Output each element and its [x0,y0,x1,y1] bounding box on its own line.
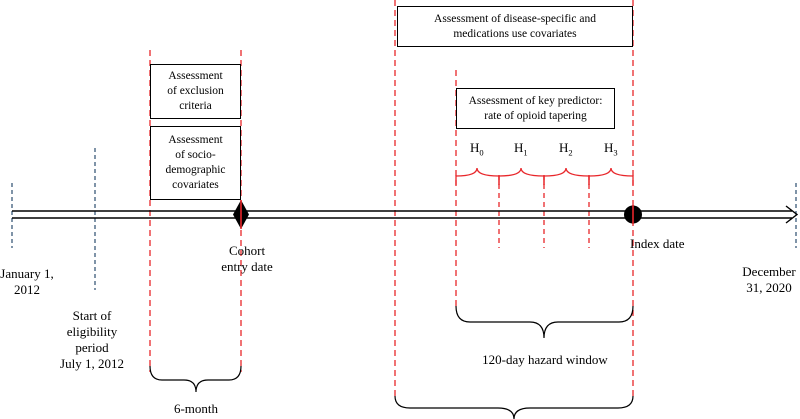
timeline-arrowhead [785,205,799,224]
six-month-label: 6-month [173,401,219,416]
predictor-line-1: Assessment of key predictor: [468,94,603,107]
six-month-brace [149,365,242,393]
disease-covariates-box: Assessment of disease-specific and medic… [397,6,633,47]
exclusion-line-1: Assessment [168,70,223,82]
hazard-label-h0: H0 [470,140,484,158]
disease-line-2: medications use covariates [453,27,577,40]
socio-demographic-box: Assessment of socio- demographic covaria… [150,126,241,200]
hazard-window-brace [455,305,634,339]
socio-line-4: covariates [172,179,219,191]
eligibility-label: Start of eligibility period July 1, 2012 [60,308,124,371]
covariate-window-brace [394,395,634,419]
disease-line-1: Assessment of disease-specific and [434,12,596,25]
hazard-label-h2: H2 [559,140,573,158]
socio-line-2: of socio- [175,149,216,161]
exclusion-line-2: of exclusion [167,85,224,97]
hazard-label-h3: H3 [604,140,618,158]
hazard-brackets [455,167,634,185]
predictor-line-2: rate of opioid tapering [484,109,587,122]
start-date-label: January 1,2012 [0,266,54,297]
index-date-label: Index date [630,236,685,251]
exclusion-criteria-box: Assessment of exclusion criteria [150,64,241,119]
exclusion-line-3: criteria [179,100,212,112]
hazard-window-label: 120-day hazard window [482,352,608,367]
socio-line-1: Assessment [168,134,223,146]
hazard-label-h1: H1 [514,140,528,158]
key-predictor-box: Assessment of key predictor: rate of opi… [456,88,615,129]
socio-line-3: demographic [165,164,226,176]
